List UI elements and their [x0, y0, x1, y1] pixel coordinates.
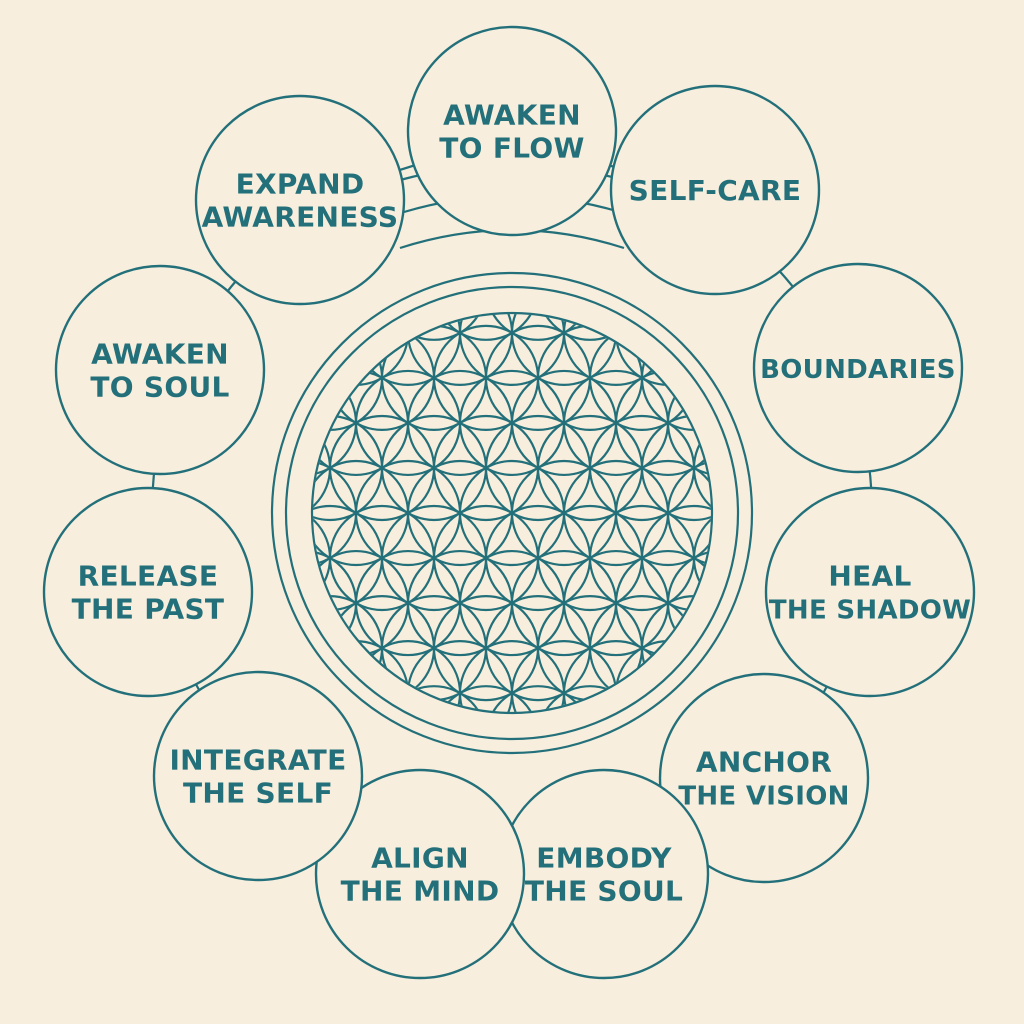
node-label-line: EMBODY [536, 842, 672, 875]
node-label-line: ALIGN [371, 842, 469, 875]
node-self-care: SELF-CARE [609, 84, 821, 296]
petal-circle [666, 459, 711, 567]
node-label-line: ANCHOR [696, 746, 832, 779]
node-label-line: SELF-CARE [629, 174, 802, 207]
node-circle [42, 486, 254, 698]
node-circle [194, 94, 406, 306]
node-circle [658, 672, 870, 884]
petal-circle [666, 369, 711, 477]
node-label-line: EXPAND [236, 168, 365, 201]
node-label-line: THE PAST [72, 593, 225, 626]
node-label-line: BOUNDARIES [760, 355, 956, 385]
flower-inner-ring [310, 311, 714, 715]
node-circle [152, 670, 364, 882]
node-circle [752, 262, 964, 474]
flower-outer-ring [270, 271, 754, 755]
node-label-line: INTEGRATE [169, 744, 346, 777]
node-label-line: AWARENESS [202, 201, 399, 234]
node-label-line: THE MIND [341, 875, 500, 908]
node-label-line: THE SELF [183, 777, 333, 810]
node-label-line: RELEASE [78, 560, 219, 593]
petal-circle [313, 459, 358, 567]
node-circle [54, 264, 266, 476]
node-circle [764, 486, 976, 698]
node-label-line: TO FLOW [439, 132, 584, 165]
node-label-line: THE SHADOW [769, 596, 971, 626]
petal-circle [484, 314, 592, 341]
petal-circle [692, 414, 711, 522]
petal-circle [536, 685, 644, 712]
petal-circle [484, 685, 592, 712]
node-label-line: TO SOUL [90, 371, 229, 404]
petal-circle [666, 549, 711, 657]
flower-middle-ring [284, 285, 740, 741]
node-circle [609, 84, 821, 296]
node-label-line: THE SOUL [525, 875, 683, 908]
node-circle [406, 25, 618, 237]
petal-circle [380, 685, 488, 712]
petal-circle [432, 314, 540, 341]
petal-circle [380, 314, 488, 341]
petal-circle [692, 504, 711, 612]
node-circle [314, 768, 526, 980]
node-label-line: THE VISION [678, 782, 849, 812]
petal-circle [536, 314, 644, 341]
flower-of-life-icon [270, 271, 754, 755]
petal-circle [614, 459, 711, 567]
node-label-line: HEAL [828, 560, 911, 593]
petal-circle [432, 685, 540, 712]
node-boundaries: BOUNDARIES [752, 262, 964, 474]
node-label-line: AWAKEN [91, 338, 229, 371]
node-label-line: AWAKEN [443, 99, 581, 132]
